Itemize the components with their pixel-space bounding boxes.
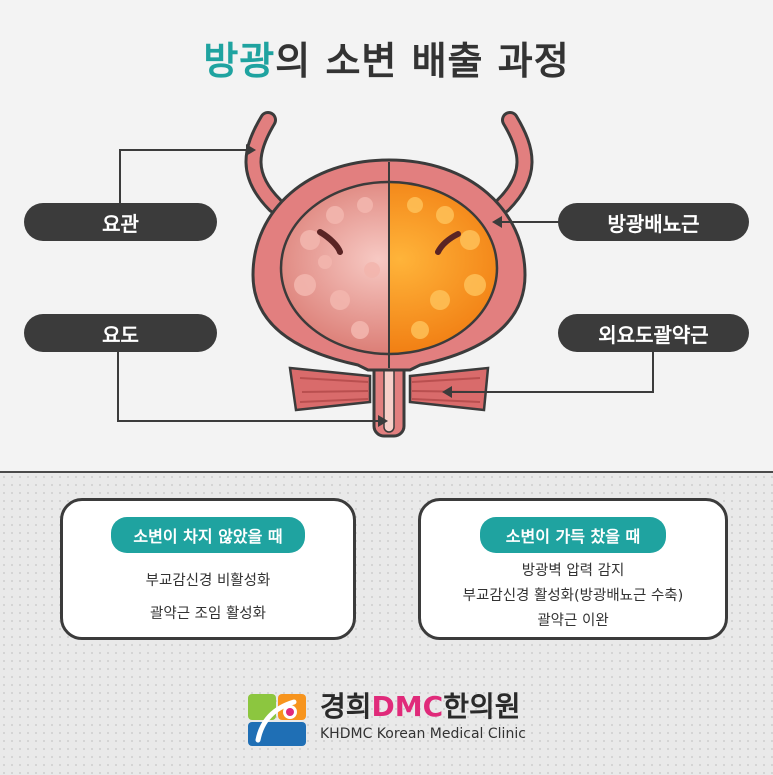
title-rest: 의 소변 배출 과정 bbox=[275, 39, 570, 83]
clinic-logo: 경희DMC한의원 KHDMC Korean Medical Clinic bbox=[244, 690, 544, 750]
card-not-full-heading: 소변이 차지 않았을 때 bbox=[111, 517, 305, 553]
logo-korean-prefix: 경희 bbox=[320, 690, 372, 723]
label-external-sphincter: 외요도괄약근 bbox=[558, 314, 749, 352]
logo-brand: DMC bbox=[371, 690, 444, 723]
card-full-heading: 소변이 가득 찼을 때 bbox=[480, 517, 666, 553]
card-full-line-1: 방광벽 압력 감지 bbox=[521, 563, 625, 579]
card-not-full: 소변이 차지 않았을 때 부교감신경 비활성화 괄약근 조임 활성화 bbox=[60, 498, 356, 640]
bladder-body bbox=[251, 158, 527, 372]
card-full-line-2: 부교감신경 활성화(방광배뇨근 수축) bbox=[462, 588, 684, 604]
arrowheads bbox=[246, 144, 502, 427]
card-full: 소변이 가득 찼을 때 방광벽 압력 감지 부교감신경 활성화(방광배뇨근 수축… bbox=[418, 498, 728, 640]
page-title: 방광의 소변 배출 과정 bbox=[0, 30, 773, 85]
card-full-line-3: 괄약근 이완 bbox=[537, 613, 609, 629]
card-not-full-line-2: 괄약근 조임 활성화 bbox=[150, 606, 266, 622]
logo-korean-suffix: 한의원 bbox=[443, 690, 521, 723]
card-not-full-line-1: 부교감신경 비활성화 bbox=[145, 573, 271, 589]
ureter-tubes bbox=[244, 111, 534, 214]
logo-english: KHDMC Korean Medical Clinic bbox=[320, 726, 526, 742]
connector-lines bbox=[117, 149, 654, 422]
label-detrusor: 방광배뇨근 bbox=[558, 203, 749, 241]
label-ureter: 요관 bbox=[24, 203, 217, 241]
clinic-logo-icon bbox=[248, 694, 306, 746]
title-accent: 방광 bbox=[203, 39, 276, 83]
label-urethra: 요도 bbox=[24, 314, 217, 352]
bladder-illustration bbox=[117, 111, 654, 438]
